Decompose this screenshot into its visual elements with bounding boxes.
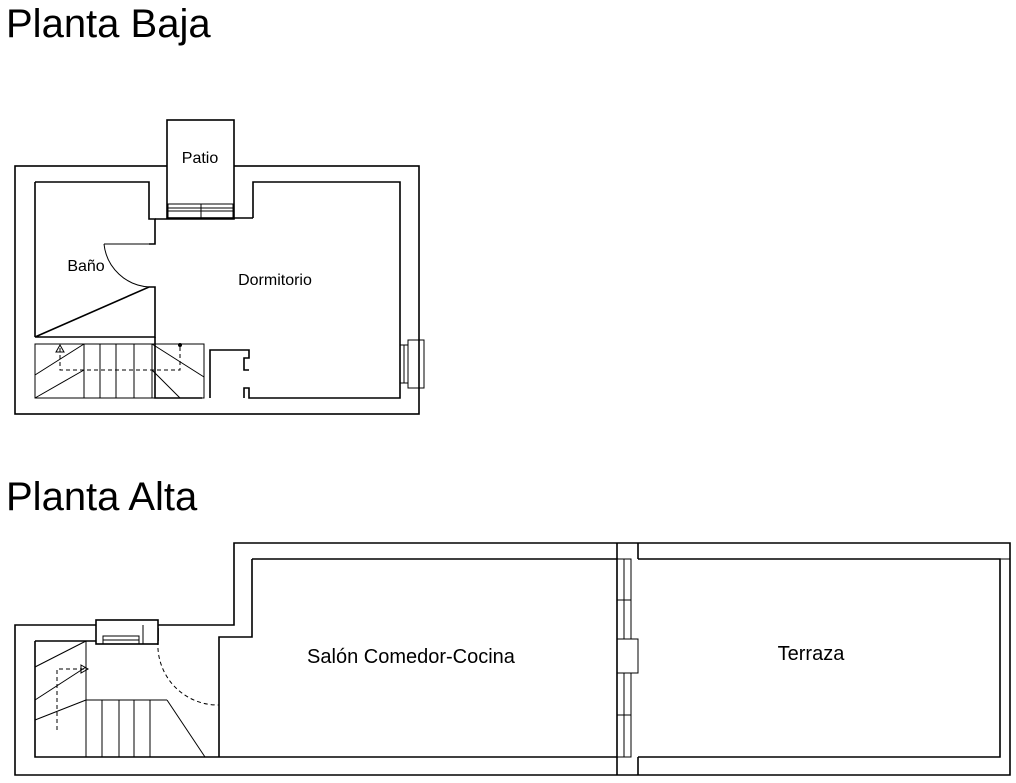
patio-window [167, 203, 234, 219]
ground-floor-stairs [34, 343, 205, 399]
room-label-patio: Patio [182, 150, 219, 167]
room-label-bedroom: Dormitorio [238, 272, 312, 289]
bathroom-door [103, 243, 155, 288]
terrace-walls [638, 558, 1001, 758]
room-label-bathroom: Baño [67, 258, 104, 275]
upper-floor-plan: Salón Comedor-Cocina Terraza [14, 542, 1011, 776]
upper-floor-outer-wall [14, 542, 1011, 776]
upper-floor-title: Planta Alta [6, 475, 198, 519]
stairwell-walls [34, 628, 205, 758]
room-label-terrace: Terraza [778, 643, 846, 665]
closet-walls [209, 349, 250, 398]
ground-floor-plan: Patio Baño Dormitorio [14, 119, 425, 415]
bathroom-wall-top [35, 181, 156, 245]
ground-floor-title: Planta Baja [6, 2, 211, 46]
stairwell-window [95, 619, 159, 645]
bedroom-window [399, 339, 425, 389]
bathroom-wall-bottom [34, 286, 156, 338]
upper-floor-stairs [34, 640, 206, 758]
patio-walls [166, 119, 235, 219]
stairwell-door [157, 640, 220, 757]
room-label-living-room: Salón Comedor-Cocina [307, 646, 516, 668]
terrace-doors [616, 543, 639, 775]
